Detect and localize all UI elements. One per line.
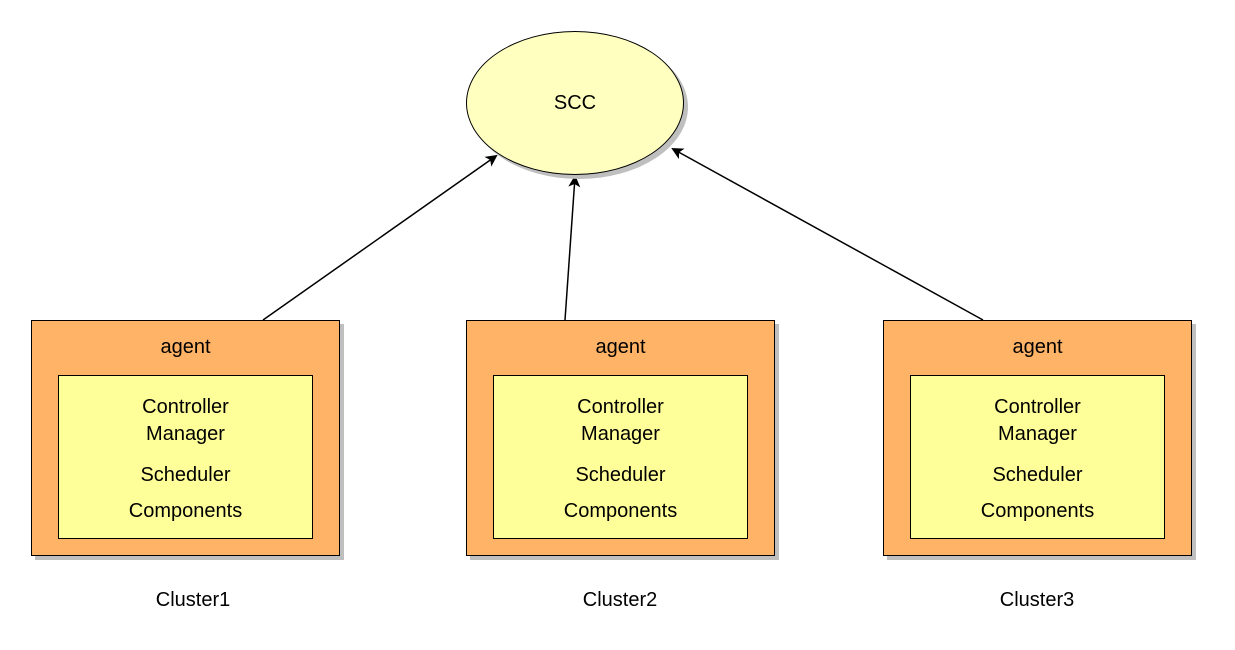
cluster2-scheduler-label: Scheduler bbox=[575, 464, 666, 486]
cluster3-components-box: Controller Manager Scheduler Components bbox=[910, 375, 1165, 539]
cluster2-components-box: Controller Manager Scheduler Components bbox=[493, 375, 748, 539]
cluster2-components-label: Components bbox=[563, 500, 678, 522]
scc-label: SCC bbox=[553, 91, 597, 114]
cluster1-components-label: Components bbox=[128, 500, 243, 522]
cluster3-controller-manager-label: Controller Manager bbox=[994, 396, 1081, 445]
cluster2-agent-label: agent bbox=[595, 336, 646, 358]
edge-cluster1-to-scc bbox=[262, 154, 498, 321]
cluster1-controller-manager-label: Controller Manager bbox=[142, 396, 229, 445]
cluster3-agent-box: agent Controller Manager Scheduler Compo… bbox=[883, 320, 1192, 556]
cluster2-agent-box: agent Controller Manager Scheduler Compo… bbox=[466, 320, 775, 556]
scc-node: SCC bbox=[466, 31, 684, 175]
cluster1-components-box: Controller Manager Scheduler Components bbox=[58, 375, 313, 539]
cluster2-name-label: Cluster2 bbox=[582, 589, 658, 611]
edge-cluster3-to-scc bbox=[671, 148, 984, 321]
cluster1-name-label: Cluster1 bbox=[155, 589, 231, 611]
edge-cluster2-to-scc bbox=[564, 175, 581, 321]
cluster2-controller-manager-label: Controller Manager bbox=[577, 396, 664, 445]
cluster3-name-label: Cluster3 bbox=[999, 589, 1075, 611]
cluster3-components-label: Components bbox=[980, 500, 1095, 522]
cluster3-agent-label: agent bbox=[1012, 336, 1063, 358]
cluster1-agent-box: agent Controller Manager Scheduler Compo… bbox=[31, 320, 340, 556]
cluster3-scheduler-label: Scheduler bbox=[992, 464, 1083, 486]
cluster1-agent-label: agent bbox=[160, 336, 211, 358]
cluster1-scheduler-label: Scheduler bbox=[140, 464, 231, 486]
